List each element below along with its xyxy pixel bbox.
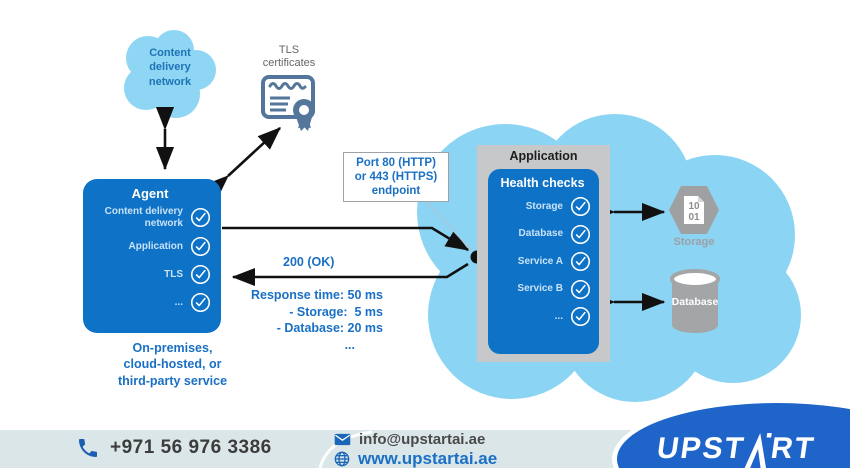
- agent-row-application: Application: [89, 236, 211, 257]
- agent-box: Agent Content delivery network Applicati…: [83, 179, 221, 333]
- phone-icon: [79, 439, 97, 457]
- logo-text-right: RT: [768, 432, 818, 465]
- check-icon: [190, 207, 211, 228]
- agent-row-tls: TLS: [89, 264, 211, 285]
- agent-row-cdn: Content delivery network: [89, 206, 211, 229]
- svg-text:10: 10: [688, 201, 700, 212]
- check-icon: [190, 236, 211, 257]
- logo-arrow-a-icon: [744, 433, 772, 468]
- response-times: Response time: 50 ms - Storage: 5 ms - D…: [251, 288, 383, 352]
- phone-contact[interactable]: +971 56 976 3386: [76, 436, 272, 460]
- health-row-storage: Storage: [494, 196, 591, 217]
- endpoint-callout: Port 80 (HTTP) or 443 (HTTPS) endpoint: [343, 152, 449, 203]
- storage-label: Storage: [673, 236, 715, 248]
- database-icon: [670, 269, 720, 333]
- health-checks-box: Health checks Storage Database Service A…: [488, 169, 599, 354]
- email-address: info@upstartai.ae: [359, 431, 486, 448]
- health-row-service-a: Service A: [494, 251, 591, 272]
- brand-logo: UPST RT: [654, 432, 818, 468]
- health-checks-title: Health checks: [500, 176, 585, 190]
- website-contact[interactable]: www.upstartai.ae: [334, 449, 497, 468]
- website-url: www.upstartai.ae: [358, 449, 498, 468]
- check-icon: [570, 251, 591, 272]
- agent-title: Agent: [131, 186, 169, 201]
- globe-icon: [334, 451, 350, 467]
- contact-column: info@upstartai.ae www.upstartai.ae: [334, 431, 497, 468]
- phone-number: +971 56 976 3386: [110, 437, 272, 458]
- check-icon: [190, 292, 211, 313]
- check-icon: [570, 224, 591, 244]
- check-icon: [570, 306, 591, 327]
- cdn-cloud-icon: [124, 30, 216, 118]
- certificate-icon: [261, 75, 315, 131]
- svg-text:01: 01: [688, 212, 700, 223]
- tls-certificates-label: TLS certificates: [262, 44, 316, 70]
- logo-text-left: UPST: [654, 432, 748, 465]
- health-row-more: ...: [494, 306, 591, 327]
- cdn-cloud-label: Content delivery network: [148, 47, 192, 88]
- check-icon: [570, 196, 591, 217]
- check-icon: [190, 264, 211, 285]
- agent-row-more: ...: [89, 292, 211, 313]
- agent-caption: On-premises, cloud-hosted, or third-part…: [117, 341, 228, 388]
- check-icon: [570, 279, 591, 299]
- response-ok-label: 200 (OK): [283, 255, 335, 269]
- email-contact[interactable]: info@upstartai.ae: [334, 431, 497, 448]
- health-row-database: Database: [494, 224, 591, 245]
- health-row-service-b: Service B: [494, 279, 591, 300]
- application-title: Application: [509, 149, 578, 163]
- database-label: Database: [671, 296, 719, 308]
- storage-icon: 10 01: [669, 186, 719, 234]
- email-icon: [334, 433, 351, 446]
